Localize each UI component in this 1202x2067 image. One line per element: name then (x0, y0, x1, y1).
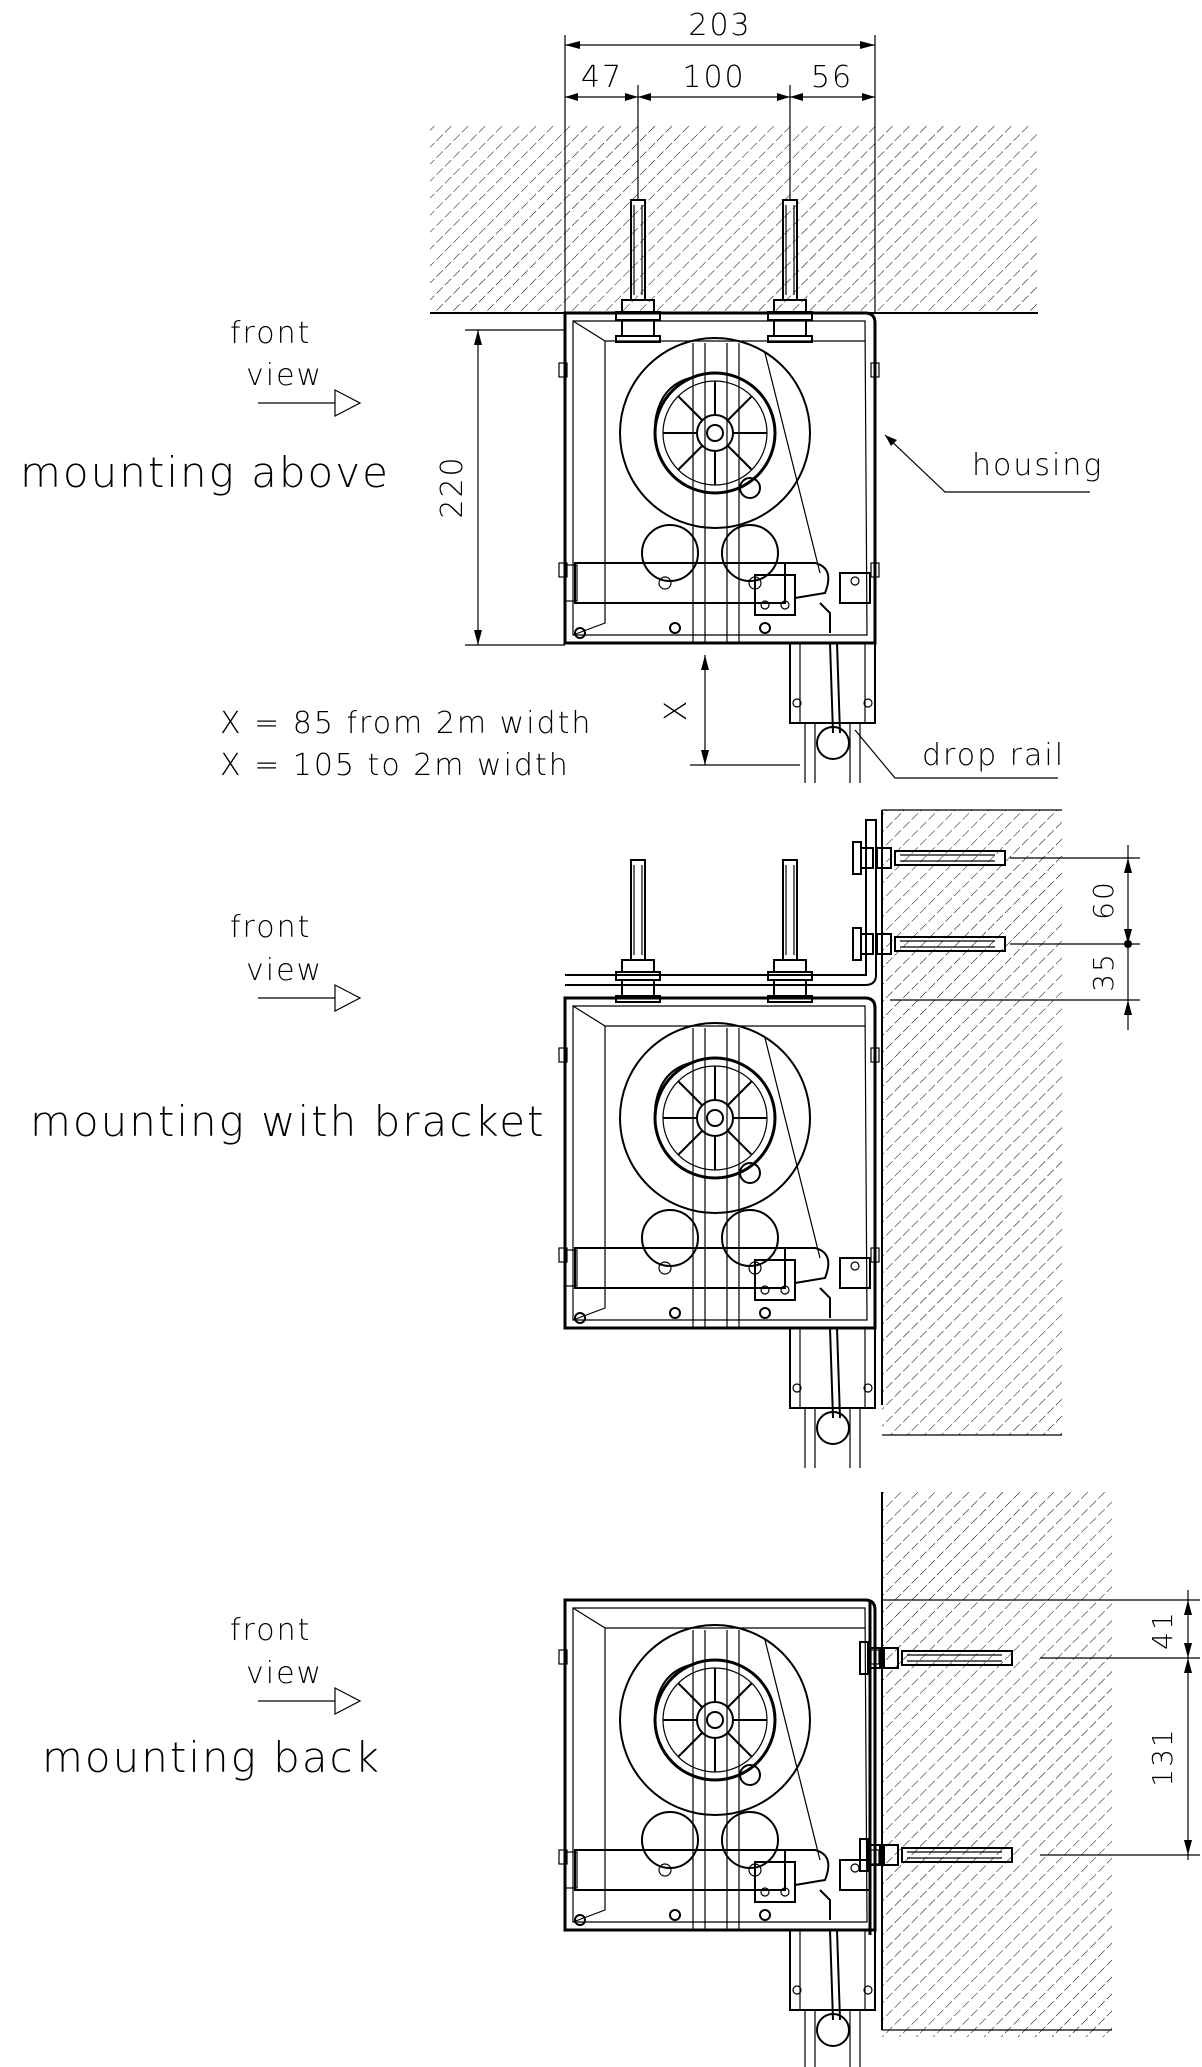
dim-lower-label: 35 (1087, 952, 1120, 992)
dim-height-label: 220 (435, 455, 470, 518)
anchor-bolt (767, 859, 813, 1003)
view-title: mounting with bracket (30, 1097, 546, 1146)
arrow-icon (258, 984, 362, 1012)
wall-hatch (882, 810, 1062, 1435)
dimension-41-131: 41 131 (882, 1590, 1200, 1860)
dimension-203: 203 (564, 8, 876, 313)
mounting-bracket (565, 819, 877, 986)
dim-x-label: X (659, 699, 694, 722)
front-label: front (230, 1613, 311, 1648)
anchor-bolt (615, 859, 661, 1003)
dim-upper-label: 41 (1146, 1610, 1179, 1650)
callout-drop-rail-label: drop rail (922, 738, 1065, 773)
dimension-220: 220 (435, 329, 565, 646)
dim-right-label: 56 (811, 60, 853, 95)
view-mounting-with-bracket: 60 35 front view mounting with bracket (30, 809, 1140, 1470)
dimension-60-35: 60 35 (890, 845, 1140, 1030)
dim-upper-label: 60 (1087, 880, 1120, 920)
note-x-line2: X = 105 to 2m width (220, 748, 570, 783)
callout-housing: housing (884, 434, 1103, 493)
view-title: mounting back (42, 1733, 381, 1782)
view-title: mounting above (20, 448, 390, 497)
view-label: view (246, 1656, 323, 1691)
dim-left-label: 47 (581, 60, 623, 95)
dim-middle-label: 100 (682, 60, 745, 95)
dimension-x: X (659, 655, 800, 766)
arrow-icon (258, 389, 362, 417)
housing-unit (557, 1598, 881, 2067)
note-x-line1: X = 85 from 2m width (220, 706, 592, 741)
dim-lower-label: 131 (1146, 1727, 1179, 1786)
arrow-icon (258, 1687, 362, 1715)
ceiling-hatch (430, 125, 1038, 313)
dimension-subdivisions: 47 100 56 (565, 60, 875, 200)
view-mounting-back: 41 131 front view mounting back (42, 1492, 1200, 2067)
dim-overall-label: 203 (688, 8, 751, 43)
front-label: front (230, 316, 311, 351)
wall-hatch (882, 1492, 1112, 2037)
front-label: front (230, 910, 311, 945)
view-label: view (246, 953, 323, 988)
callout-drop-rail: drop rail (854, 729, 1065, 779)
callout-housing-label: housing (972, 448, 1103, 483)
housing-unit (557, 996, 881, 1470)
view-label: view (246, 358, 323, 393)
view-mounting-above: 203 47 100 56 220 (20, 8, 1103, 785)
housing-unit (557, 311, 881, 785)
